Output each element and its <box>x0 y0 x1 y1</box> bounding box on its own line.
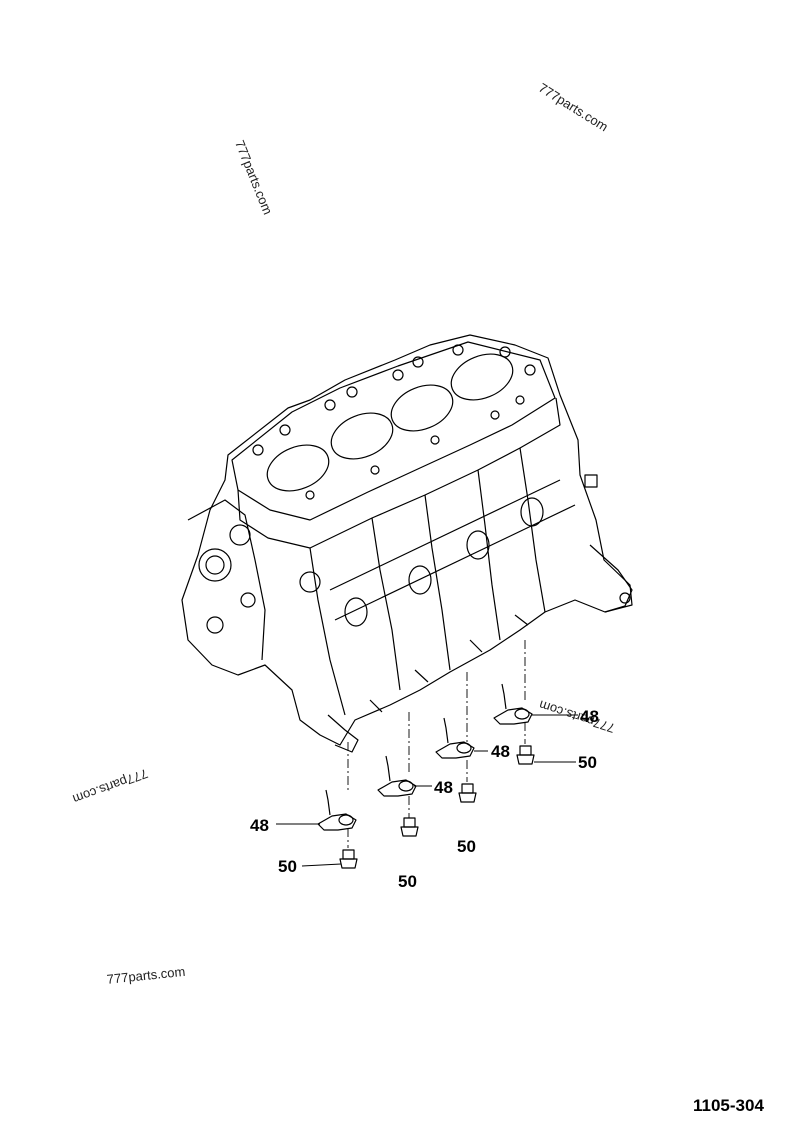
oil-jet <box>377 755 417 797</box>
bolt <box>516 745 535 765</box>
oil-jet <box>317 789 357 831</box>
oil-jet <box>493 683 533 725</box>
bolt <box>400 817 419 837</box>
page-number: 1105-304 <box>693 1096 764 1115</box>
callout-bolt: 50 <box>578 753 597 772</box>
bolt <box>458 783 477 803</box>
callout-bolt: 50 <box>278 857 297 876</box>
piston-cooling-jets <box>317 683 533 831</box>
callout-bolt: 50 <box>398 872 417 891</box>
cylinder-block <box>181 334 633 753</box>
callout-oil-jet: 48 <box>434 778 453 797</box>
jet-bolts <box>339 745 535 869</box>
bolt <box>339 849 358 869</box>
callout-oil-jet: 48 <box>491 742 510 761</box>
callout-bolt: 50 <box>457 837 476 856</box>
leader-lines <box>276 714 578 867</box>
assembly-guide-lines <box>347 640 526 848</box>
callout-oil-jet: 48 <box>250 816 269 835</box>
callout-oil-jet: 48 <box>580 707 599 726</box>
oil-jet <box>435 717 475 759</box>
